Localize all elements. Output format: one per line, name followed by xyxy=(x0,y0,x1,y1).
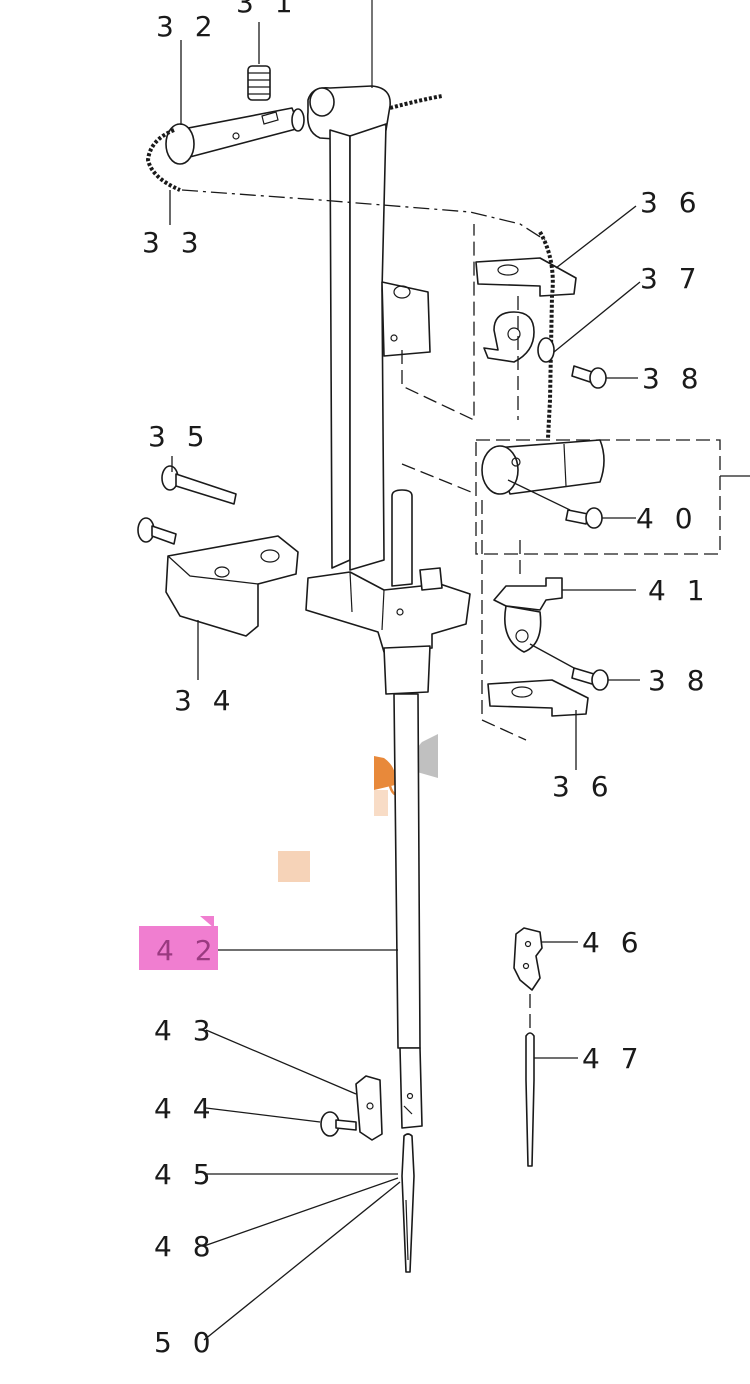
leader-37 xyxy=(553,281,641,353)
part-35-screws xyxy=(137,465,237,545)
label-50: 5 0 xyxy=(154,1326,217,1359)
dash-line-frame-b xyxy=(401,463,477,495)
part-36-bottom-plate xyxy=(487,679,589,717)
label-38-bottom: 3 8 xyxy=(648,664,711,697)
peach-marker xyxy=(278,851,310,882)
label-44: 4 4 xyxy=(154,1092,217,1125)
part-40-take-up-assembly xyxy=(481,439,605,495)
part-46-clamp xyxy=(513,927,543,991)
label-36-bottom: 3 6 xyxy=(552,770,615,803)
leader-43 xyxy=(205,1029,357,1095)
leader-50 xyxy=(203,1181,401,1341)
thread-path-line xyxy=(181,189,546,241)
label-40: 4 0 xyxy=(636,502,699,535)
highlight-corner-42 xyxy=(200,916,214,928)
part-43-needle-clamp xyxy=(355,1075,383,1141)
part-44-screw xyxy=(320,1111,357,1137)
label-32: 3 2 xyxy=(156,10,219,43)
label-45: 4 5 xyxy=(154,1158,217,1191)
leader-44 xyxy=(205,1107,321,1123)
part-41-bracket xyxy=(493,577,563,653)
label-35: 3 5 xyxy=(148,420,211,453)
part-38-bottom-screw xyxy=(571,667,609,691)
part-36-top-plate xyxy=(475,231,577,439)
part-40-screw xyxy=(565,507,603,529)
label-47: 4 7 xyxy=(582,1042,645,1075)
label-34: 3 4 xyxy=(174,684,237,717)
leader-40a xyxy=(507,479,571,511)
dash-line-frame-c xyxy=(481,500,527,741)
part-32-pin xyxy=(145,107,305,192)
label-43: 4 3 xyxy=(154,1014,217,1047)
label-48: 4 8 xyxy=(154,1230,217,1263)
label-38-top: 3 8 xyxy=(642,362,705,395)
label-41: 4 1 xyxy=(648,574,711,607)
peach-marker-small xyxy=(374,790,388,816)
part-45-needle xyxy=(401,1133,415,1273)
leader-38b-a xyxy=(529,643,575,669)
highlight-box-42 xyxy=(139,926,218,970)
part-34-bracket xyxy=(165,535,299,637)
label-36-top: 3 6 xyxy=(640,186,703,219)
label-46: 4 6 xyxy=(582,926,645,959)
part-47-needle xyxy=(525,1032,535,1167)
needle-bar-frame xyxy=(305,0,471,695)
grey-marker xyxy=(415,734,438,778)
leader-48 xyxy=(203,1177,399,1247)
part-38-top-screw xyxy=(571,365,607,389)
part-37-thread-guide xyxy=(483,311,555,363)
part-42-needle-bar xyxy=(393,693,423,1129)
label-42: 4 2 xyxy=(156,934,219,967)
part-31-spring xyxy=(247,65,271,101)
label-33: 3 3 xyxy=(142,226,205,259)
orange-marker xyxy=(374,756,396,790)
dash-line-frame-a xyxy=(401,224,475,422)
label-31: 3 1 xyxy=(236,0,299,19)
leader-36a xyxy=(555,205,637,269)
label-37: 3 7 xyxy=(640,262,703,295)
